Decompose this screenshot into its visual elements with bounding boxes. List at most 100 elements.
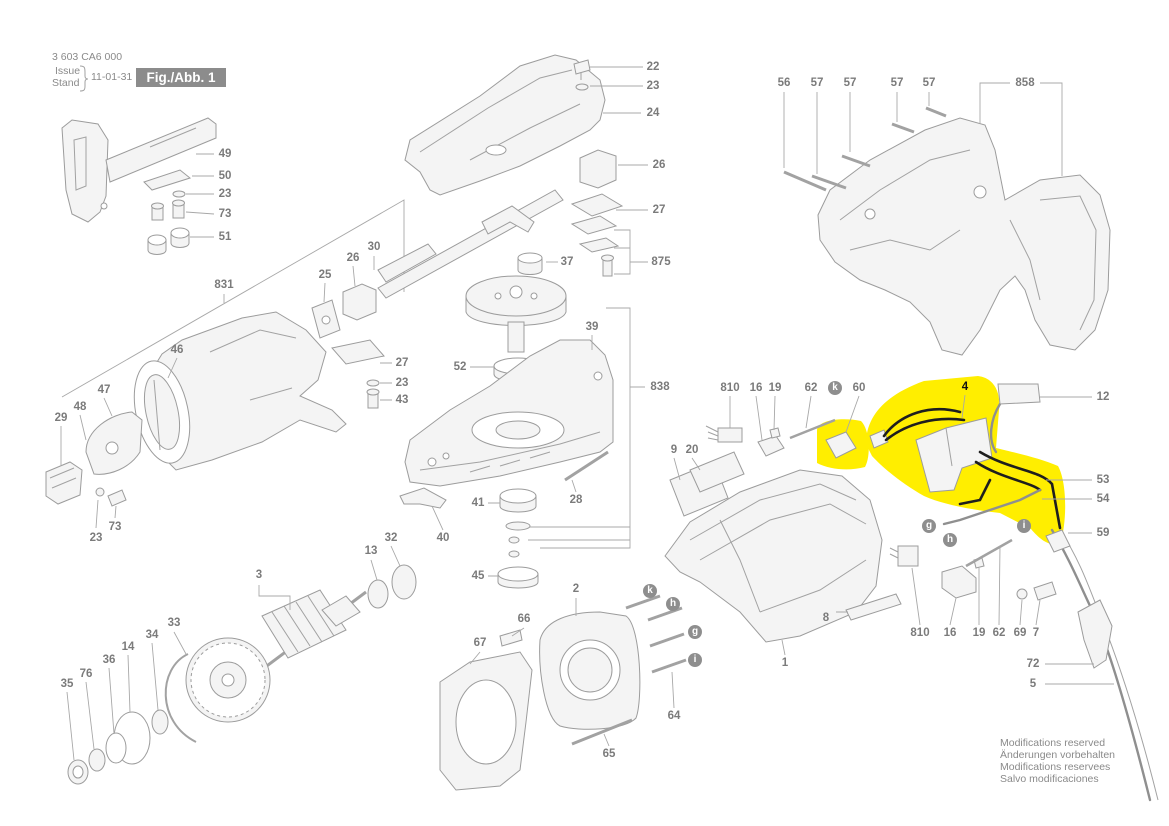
part-25-plate <box>311 299 341 339</box>
part-callout-16: 16 <box>943 627 957 639</box>
part-wiring <box>882 402 1062 530</box>
part-callout-51: 51 <box>218 231 232 243</box>
part-13-bearing <box>367 579 389 609</box>
part-9-20-plates <box>669 451 745 517</box>
part-callout-73: 73 <box>108 521 122 533</box>
part-gear-wheel <box>465 275 567 353</box>
part-27-plate-left <box>331 339 385 365</box>
part-callout-62: 62 <box>992 627 1006 639</box>
part-callout-4: 4 <box>961 381 969 393</box>
part-33-ring <box>164 653 197 743</box>
part-45-ring <box>497 566 539 589</box>
part-callout-48: 48 <box>73 401 87 413</box>
notice-line-fr: Modifications reservees <box>1000 761 1111 773</box>
part-19-clip-upper <box>769 427 781 439</box>
part-callout-8: 8 <box>822 612 830 624</box>
issue-date: 11-01-31 <box>91 71 133 83</box>
letter-marker-h: h <box>666 597 680 611</box>
part-1-motor-housing <box>664 469 883 643</box>
part-callout-37: 37 <box>560 256 574 268</box>
part-50-plate <box>143 169 192 191</box>
notice-line-es: Salvo modificaciones <box>1000 773 1099 785</box>
part-callout-22: 22 <box>646 61 660 73</box>
letter-marker-g: g <box>922 519 936 533</box>
part-callout-3: 3 <box>255 569 263 581</box>
part-callout-67: 67 <box>473 637 487 649</box>
part-callout-57: 57 <box>843 77 857 89</box>
part-callout-46: 46 <box>170 344 184 356</box>
part-36-ring <box>105 732 127 764</box>
part-callout-24: 24 <box>646 107 660 119</box>
part-callout-35: 35 <box>60 678 74 690</box>
notice-line-en: Modifications reserved <box>1000 737 1106 749</box>
part-callout-16: 16 <box>749 382 763 394</box>
part-callout-33: 33 <box>167 617 181 629</box>
part-26-block-top <box>579 149 617 189</box>
part-46-nose-guard <box>133 311 347 471</box>
part-59-cord-grommet <box>1045 529 1071 553</box>
part-callout-25: 25 <box>318 269 332 281</box>
part-callout-19: 19 <box>972 627 986 639</box>
part-810-brush-upper <box>705 425 743 443</box>
part-47-front-plate <box>85 411 143 475</box>
part-callout-810: 810 <box>910 627 930 639</box>
part-callout-45: 45 <box>471 570 485 582</box>
part-callout-39: 39 <box>585 321 599 333</box>
part-callout-858: 858 <box>1015 77 1035 89</box>
leader-lines <box>60 66 1114 761</box>
part-callout-32: 32 <box>384 532 398 544</box>
part-72-strain-relief <box>1077 599 1113 669</box>
part-callout-76: 76 <box>79 668 93 680</box>
part-callout-875: 875 <box>651 256 671 268</box>
part-callout-50: 50 <box>218 170 232 182</box>
part-16-holder-upper <box>757 435 785 457</box>
part-callout-831: 831 <box>214 279 234 291</box>
part-callout-43: 43 <box>395 394 409 406</box>
part-callout-52: 52 <box>453 361 467 373</box>
part-56-57-screws <box>783 106 947 192</box>
part-callout-73: 73 <box>218 208 232 220</box>
part-washers-stack <box>505 521 531 558</box>
part-callout-57: 57 <box>922 77 936 89</box>
part-37-bearing <box>517 252 543 275</box>
part-49-bracket <box>61 117 217 223</box>
part-23-washer <box>172 190 186 198</box>
part-callout-54: 54 <box>1096 493 1110 505</box>
part-callout-20: 20 <box>685 444 699 456</box>
part-858-handle <box>817 117 1111 356</box>
part-callout-30: 30 <box>367 241 381 253</box>
part-24-top-cover <box>404 54 606 196</box>
part-27-plate-top <box>570 193 624 217</box>
part-43-screw <box>366 388 380 409</box>
part-callout-36: 36 <box>102 654 116 666</box>
letter-marker-i: i <box>688 653 702 667</box>
issue-label: Issue <box>55 65 81 77</box>
part-8-plate <box>845 593 902 621</box>
part-callout-13: 13 <box>364 545 378 557</box>
part-callout-838: 838 <box>650 381 670 393</box>
part-35-bearing <box>67 759 89 785</box>
part-67-fan-guide <box>439 651 533 791</box>
part-3-armature <box>185 589 367 723</box>
part-23-washer-left <box>366 379 380 387</box>
notice-line-de: Änderungen vorbehalten <box>1000 749 1116 761</box>
part-callout-12: 12 <box>1096 391 1110 403</box>
part-callout-57: 57 <box>810 77 824 89</box>
part-callout-66: 66 <box>517 613 531 625</box>
part-76-ring <box>88 748 106 772</box>
figure-title: Fig./Abb. 1 <box>136 68 226 87</box>
part-callout-28: 28 <box>569 494 583 506</box>
part-73-screws <box>151 199 185 221</box>
part-69-screw <box>1016 588 1028 600</box>
part-callout-29: 29 <box>54 412 68 424</box>
part-28-screw <box>564 450 609 482</box>
part-875-plates-screw <box>570 215 620 277</box>
modifications-notice: Modifications reserved Änderungen vorbeh… <box>1000 737 1115 785</box>
letter-marker-h: h <box>943 533 957 547</box>
part-callout-23: 23 <box>89 532 103 544</box>
part-callout-69: 69 <box>1013 627 1027 639</box>
part-callout-60: 60 <box>852 382 866 394</box>
part-callout-14: 14 <box>121 641 135 653</box>
part-23-washer-top <box>575 83 589 91</box>
